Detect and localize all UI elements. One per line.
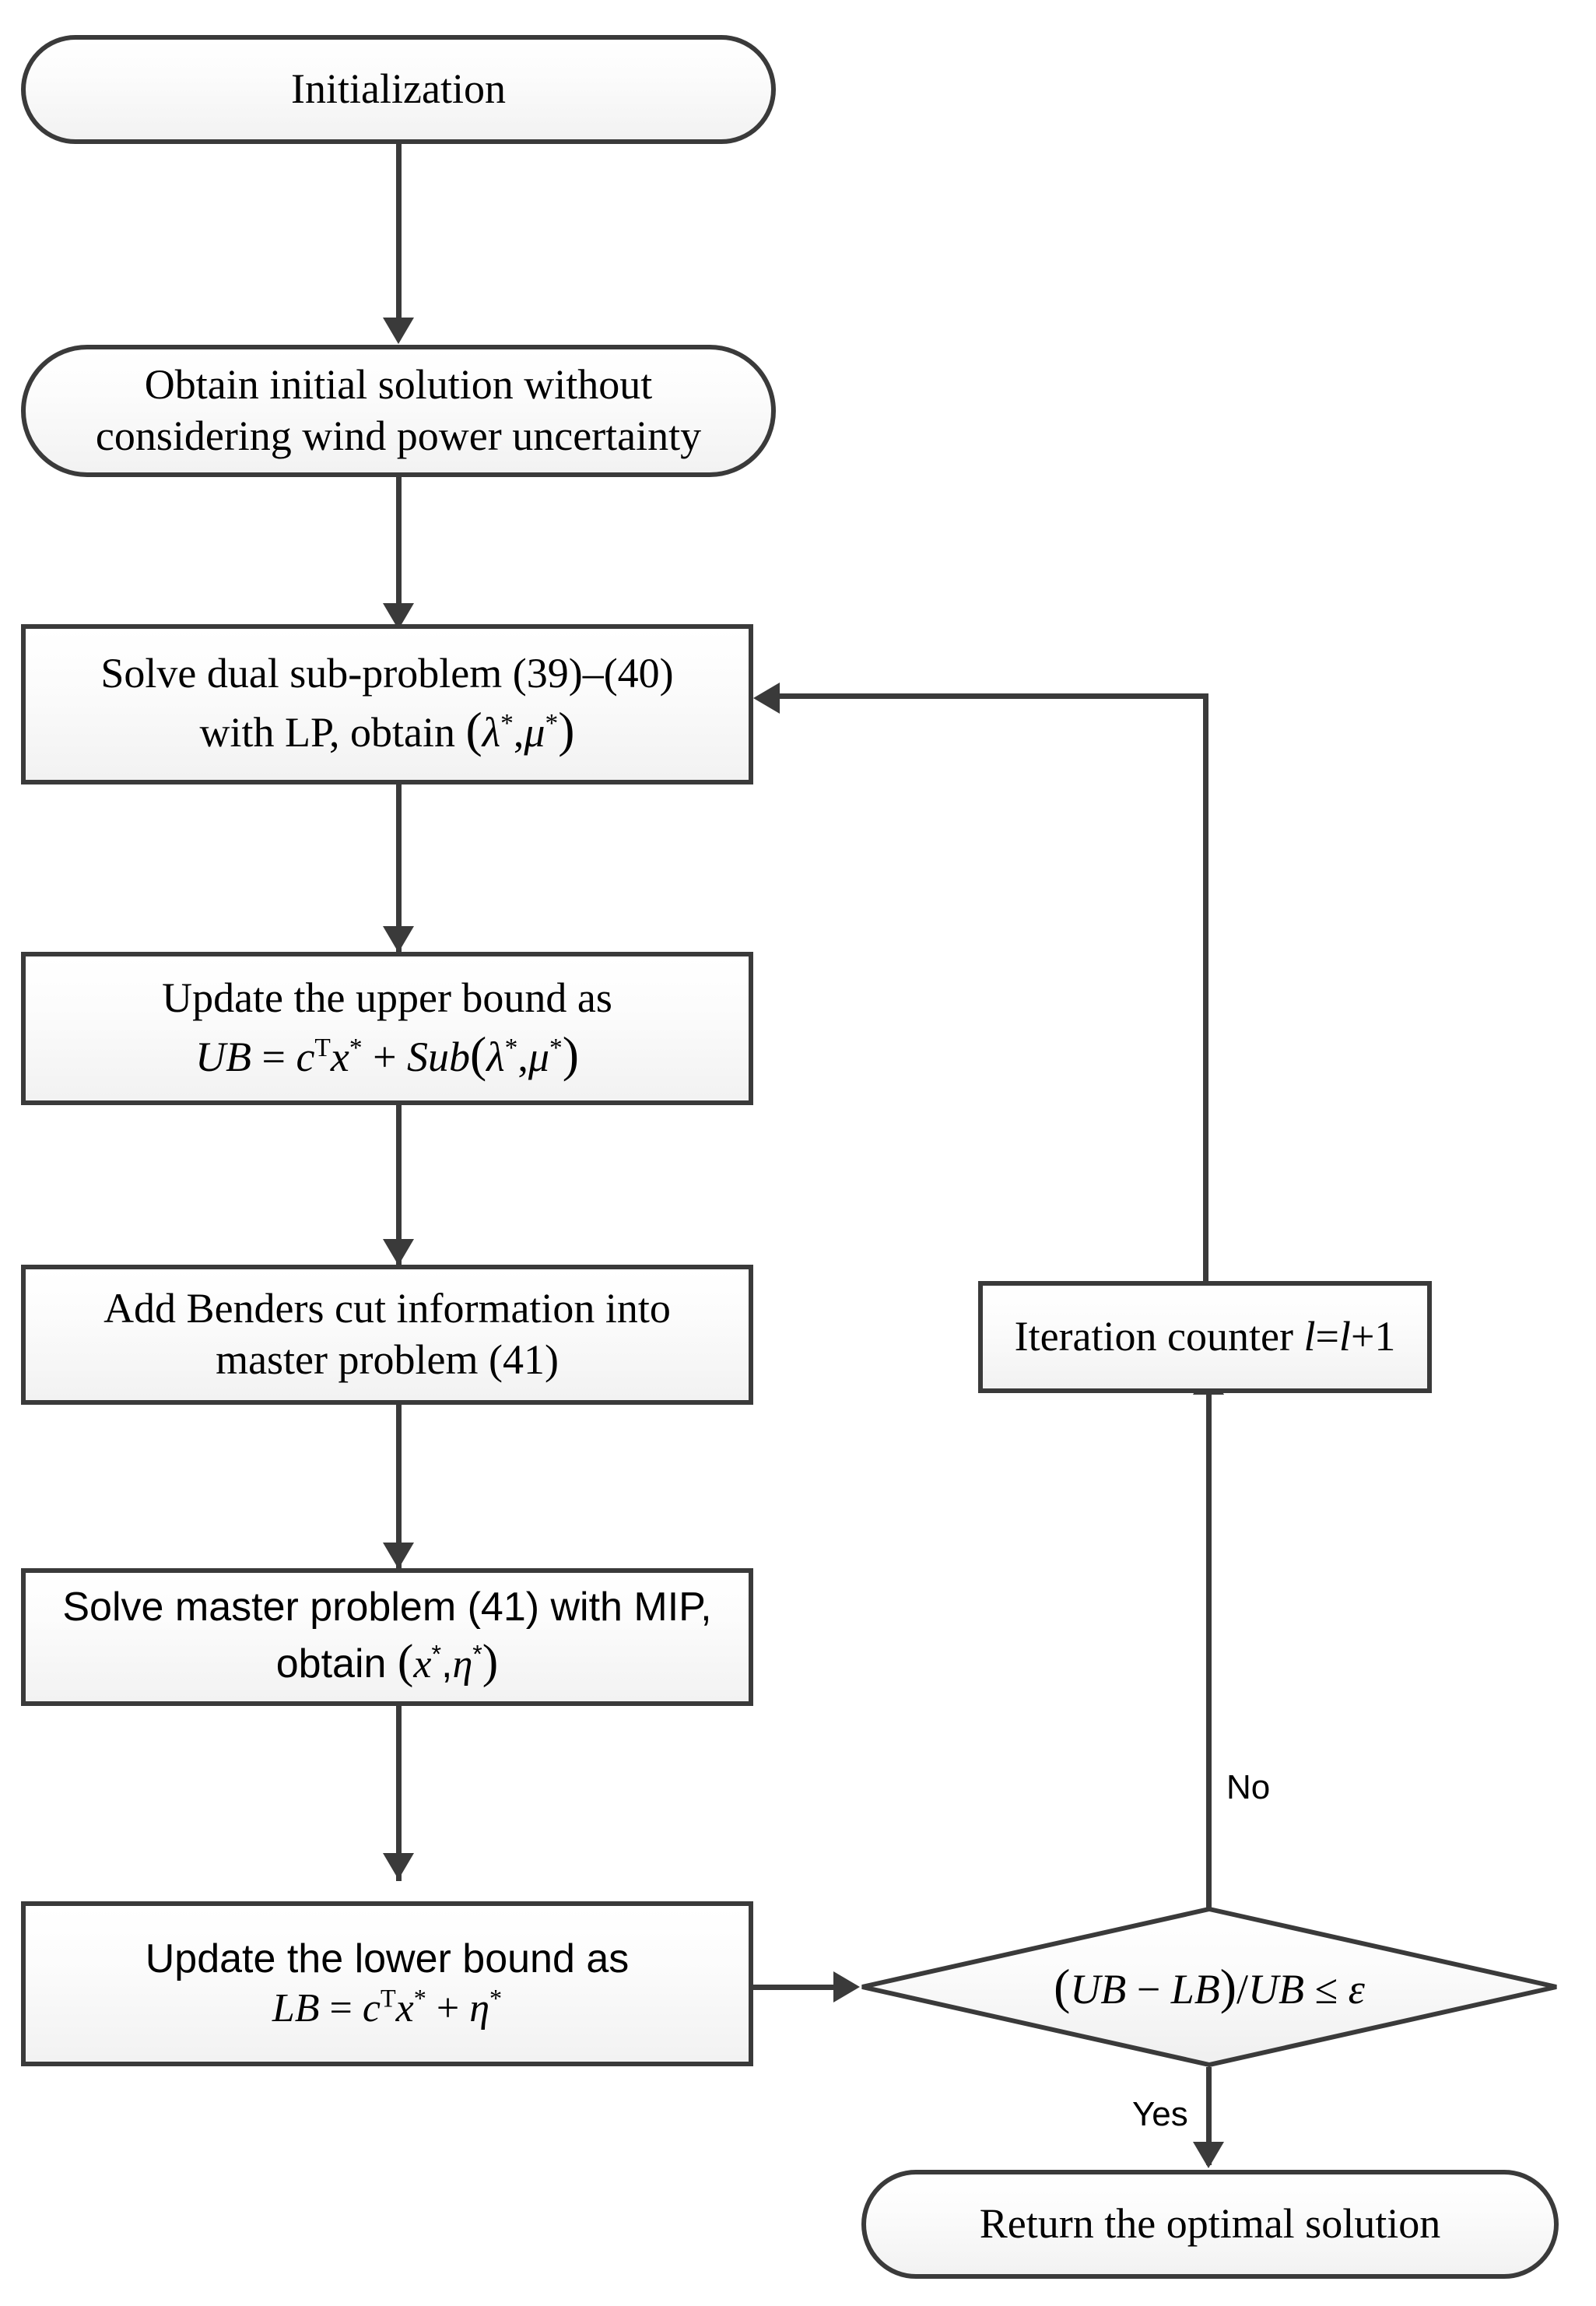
obtain-initial-line1: Obtain initial solution without xyxy=(144,361,653,409)
node-obtain-initial-solution[interactable]: Obtain initial solution without consider… xyxy=(21,345,776,477)
edge-obtain-initial-to-solve-dual xyxy=(396,477,402,633)
node-update-lower-bound[interactable]: Update the lower bound as LB = cTx* + η* xyxy=(21,1901,753,2066)
add-cut-line1: Add Benders cut information into xyxy=(103,1285,671,1332)
node-add-benders-cut-label: Add Benders cut information into master … xyxy=(26,1283,749,1386)
obtain-initial-line2: considering wind power uncertainty xyxy=(95,412,702,459)
node-solve-master-problem[interactable]: Solve master problem (41) with MIP, obta… xyxy=(21,1568,753,1706)
arrowhead-down-7 xyxy=(1193,2142,1224,2168)
edge-feedback-vertical xyxy=(1203,693,1208,1281)
arrowhead-down-5 xyxy=(383,1543,414,1569)
node-iteration-counter-label: Iteration counter l=l+1 xyxy=(1014,1313,1396,1360)
edge-yes-branch-vertical xyxy=(1206,2067,1212,2165)
node-convergence-decision[interactable]: (UB − LB)/UB ≤ ε xyxy=(860,1906,1559,2068)
update-lb-line2-math: LB = cTx* + η* xyxy=(272,1984,503,2030)
solve-dual-line2: with LP, obtain (λ*,μ*) xyxy=(199,702,575,758)
arrowhead-right-1 xyxy=(833,1971,860,2002)
node-iteration-counter[interactable]: Iteration counter l=l+1 xyxy=(978,1281,1432,1393)
update-ub-line1: Update the upper bound as xyxy=(162,974,612,1021)
add-cut-line2: master problem (41) xyxy=(216,1336,559,1383)
node-return-optimal-solution-label: Return the optimal solution xyxy=(979,2200,1441,2248)
node-update-upper-bound-label: Update the upper bound as UB = cTx* + Su… xyxy=(26,973,749,1085)
edge-label-no: No xyxy=(1226,1768,1271,1806)
node-update-upper-bound[interactable]: Update the upper bound as UB = cTx* + Su… xyxy=(21,952,753,1105)
node-initialization-label: Initialization xyxy=(291,65,506,113)
arrowhead-down-3 xyxy=(383,926,414,953)
node-update-lower-bound-label: Update the lower bound as LB = cTx* + η* xyxy=(26,1935,749,2034)
solve-dual-line1: Solve dual sub-problem (39)–(40) xyxy=(100,650,674,697)
update-ub-line2-math: UB = cTx* + Sub(λ*,μ*) xyxy=(195,1026,579,1082)
node-initialization[interactable]: Initialization xyxy=(21,35,776,144)
solve-master-line2-prefix: obtain xyxy=(275,1641,398,1687)
edge-solve-master-to-update-lb xyxy=(396,1706,402,1881)
edge-feedback-horizontal xyxy=(778,693,1208,699)
node-add-benders-cut[interactable]: Add Benders cut information into master … xyxy=(21,1265,753,1405)
update-lb-line1: Update the lower bound as xyxy=(145,1936,630,1981)
edge-solve-dual-to-update-ub xyxy=(396,784,402,956)
decision-diamond-shape xyxy=(861,1906,1557,2068)
arrowhead-down-1 xyxy=(383,318,414,344)
solve-master-line2: obtain (x*,η*) xyxy=(275,1634,499,1688)
node-solve-master-problem-label: Solve master problem (41) with MIP, obta… xyxy=(26,1583,749,1690)
edge-label-yes: Yes xyxy=(1132,2095,1188,2133)
node-solve-dual-subproblem-label: Solve dual sub-problem (39)–(40) with LP… xyxy=(26,648,749,760)
arrowhead-left-1 xyxy=(753,683,780,714)
edge-update-lb-to-decision xyxy=(753,1985,835,1990)
edge-no-branch-vertical xyxy=(1206,1393,1212,1908)
edge-add-cut-to-solve-master xyxy=(396,1405,402,1572)
node-return-optimal-solution[interactable]: Return the optimal solution xyxy=(861,2170,1559,2279)
arrowhead-down-6 xyxy=(383,1853,414,1880)
iteration-counter-prefix: Iteration counter xyxy=(1014,1313,1304,1360)
arrowhead-down-4 xyxy=(383,1239,414,1265)
solve-dual-line2-prefix: with LP, obtain xyxy=(199,709,466,756)
edge-update-ub-to-add-cut xyxy=(396,1105,402,1269)
edge-initialization-to-obtain-initial xyxy=(396,144,402,323)
node-obtain-initial-solution-label: Obtain initial solution without consider… xyxy=(26,360,771,462)
node-solve-dual-subproblem[interactable]: Solve dual sub-problem (39)–(40) with LP… xyxy=(21,624,753,784)
solve-master-line1: Solve master problem (41) with MIP, xyxy=(62,1585,712,1630)
